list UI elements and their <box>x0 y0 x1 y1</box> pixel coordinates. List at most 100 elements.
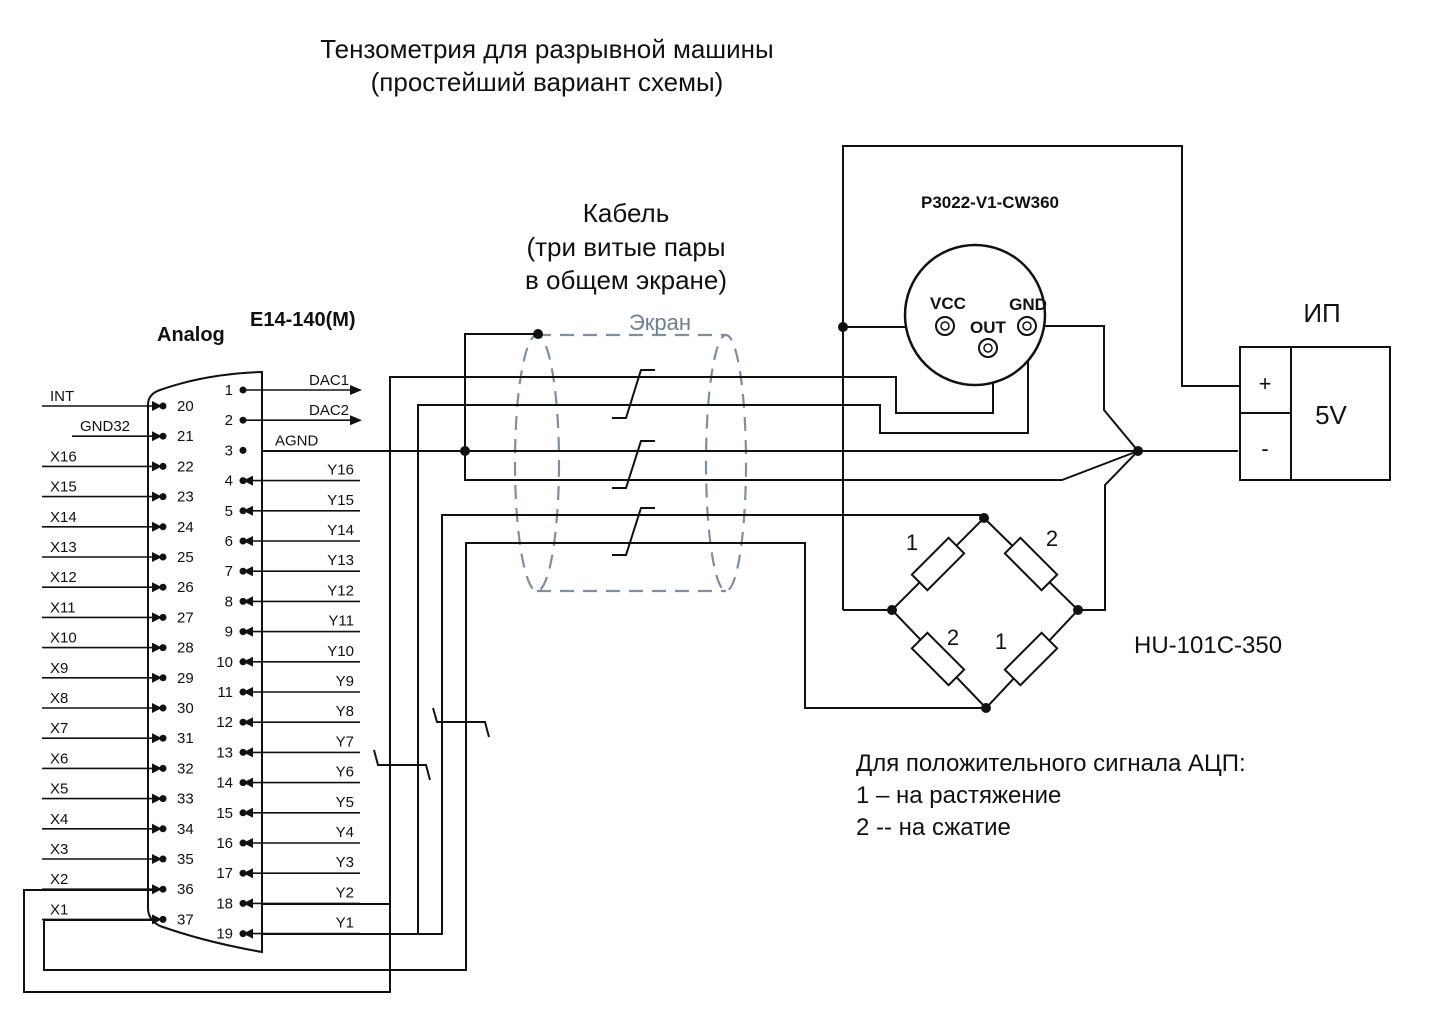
left-pin-36: 36 X2 <box>42 871 194 898</box>
left-signal-label: GND32 <box>80 418 130 435</box>
cable-caption-line1: Кабель <box>583 198 670 228</box>
right-signal-label: Y14 <box>327 522 354 539</box>
cable-shield-label: Экран <box>629 310 691 335</box>
twist-mark-pair2 <box>612 440 655 489</box>
cable-shield-left <box>513 333 561 593</box>
wire-power-plus <box>842 145 1240 610</box>
right-pin-number: 18 <box>216 895 233 912</box>
right-pin-number: 17 <box>216 865 233 882</box>
right-signal-label: Y7 <box>336 733 354 750</box>
left-pin-number: 36 <box>177 881 194 898</box>
bridge-label-r2-bottom: 2 <box>947 625 959 650</box>
note-line2: 1 – на растяжение <box>856 782 1061 809</box>
left-pin-number: 20 <box>177 398 194 415</box>
right-pin-number: 7 <box>225 563 233 580</box>
right-signal-label: Y8 <box>336 703 354 720</box>
left-signal-label: X12 <box>50 569 77 586</box>
wire-shield-drain <box>464 333 1139 481</box>
right-signal-label: Y1 <box>336 915 354 932</box>
left-pin-32: 32 X6 <box>42 750 194 777</box>
right-signal-label: DAC1 <box>309 372 349 389</box>
right-pin-number: 9 <box>225 624 233 641</box>
left-pin-number: 23 <box>177 489 194 506</box>
sensor-label-out: OUT <box>970 318 1007 337</box>
bridge-label-r2-top: 2 <box>1046 526 1058 551</box>
left-signal-label: X10 <box>50 630 77 647</box>
right-signal-label: Y13 <box>327 552 354 569</box>
bridge-resistor-top-left <box>910 536 966 592</box>
left-pin-28: 28 X10 <box>42 630 194 657</box>
left-pin-21: 21 GND32 <box>72 418 194 445</box>
junction-shield <box>533 329 543 339</box>
bridge-resistor-top-right <box>1003 536 1059 592</box>
junction-agnd <box>460 446 470 456</box>
left-signal-label: X6 <box>50 750 68 767</box>
right-signal-label: Y15 <box>327 492 354 509</box>
left-signal-label: X16 <box>50 448 77 465</box>
sensor-label-gnd: GND <box>1009 295 1047 314</box>
left-pin-number: 25 <box>177 549 194 566</box>
wire-bridge-right <box>1040 325 1140 611</box>
right-signal-label: Y12 <box>327 582 354 599</box>
wire-x2-loop <box>23 889 391 993</box>
connector-label-model: E14-140(M) <box>250 309 356 331</box>
right-pin-number: 12 <box>216 714 233 731</box>
right-signal-label: Y9 <box>336 673 354 690</box>
right-pin-17: 17 Y3 <box>216 854 360 882</box>
left-pin-number: 32 <box>177 760 194 777</box>
right-pin-number: 3 <box>225 442 233 459</box>
bridge-name: HU-101C-350 <box>1134 632 1282 659</box>
connector-left-pins: 20INT21GND3222X1623X1524X1425X1326X1227X… <box>42 388 194 928</box>
left-pin-number: 24 <box>177 519 194 536</box>
cable-caption-line3: в общем экране) <box>525 265 727 295</box>
right-pin-12: 12 Y8 <box>216 703 360 731</box>
right-pin-number: 14 <box>216 775 233 792</box>
right-signal-label: Y3 <box>336 854 354 871</box>
right-pin-number: 8 <box>225 593 233 610</box>
dsub-connector-shell <box>147 370 263 954</box>
connector-right-pins: 1DAC12DAC23AGND4Y165Y156Y147Y138Y129Y111… <box>216 372 362 943</box>
wire-pin17 <box>262 327 1029 935</box>
bridge-node-right <box>1073 605 1083 615</box>
left-pin-number: 21 <box>177 428 194 445</box>
left-pin-number: 26 <box>177 579 194 596</box>
right-pin-number: 5 <box>225 503 233 520</box>
left-signal-label: X4 <box>50 811 68 828</box>
left-pin-number: 35 <box>177 851 194 868</box>
cable-caption-line2: (три витые пары <box>526 232 725 262</box>
right-signal-label: Y11 <box>328 613 354 630</box>
bridge-node-left <box>887 605 897 615</box>
left-signal-label: X14 <box>50 509 77 526</box>
left-pin-26: 26 X12 <box>42 569 194 596</box>
twist-mark-pair3 <box>612 507 655 556</box>
right-pin-7: 7 Y13 <box>225 552 360 580</box>
left-pin-number: 29 <box>177 670 194 687</box>
left-signal-label: X9 <box>50 660 68 677</box>
bridge-label-r1-bottom: 1 <box>995 629 1007 654</box>
sensor-pin-gnd-inner <box>1022 321 1032 331</box>
left-pin-number: 37 <box>177 911 194 928</box>
left-pin-number: 33 <box>177 791 194 808</box>
left-signal-label: X2 <box>50 871 68 888</box>
sensor-body <box>903 243 1047 387</box>
left-pin-23: 23 X15 <box>42 479 194 506</box>
power-minus-label: - <box>1261 436 1268 461</box>
right-pin-9: 9 Y11 <box>225 613 360 641</box>
left-pin-number: 28 <box>177 640 194 657</box>
left-signal-label: X7 <box>50 720 68 737</box>
left-signal-label: X5 <box>50 781 68 798</box>
left-signal-label: X15 <box>50 479 77 496</box>
cable-shield-right <box>704 333 748 593</box>
